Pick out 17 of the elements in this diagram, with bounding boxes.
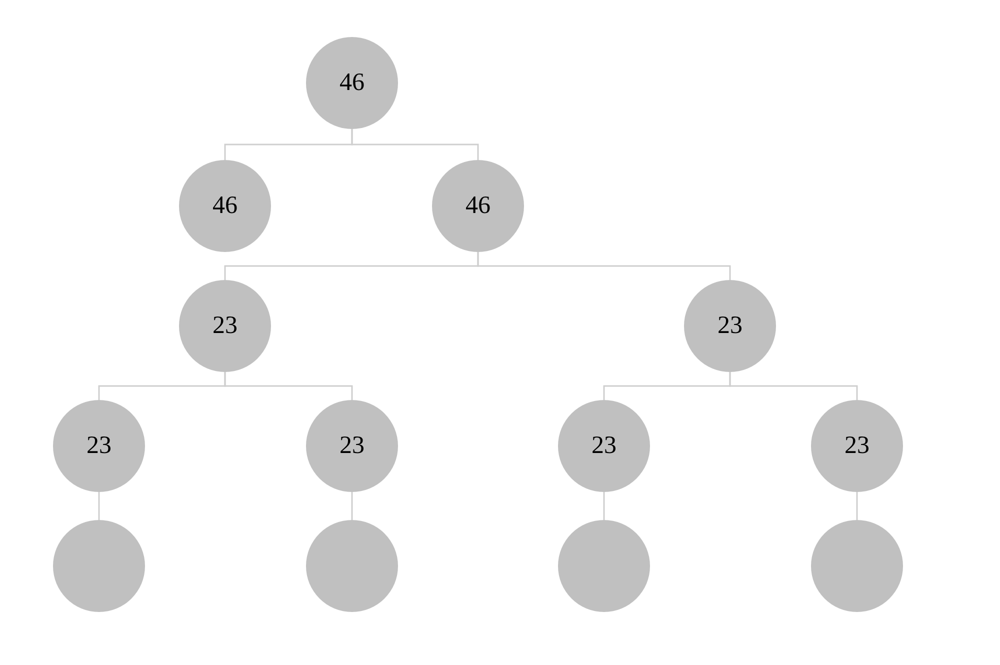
connector-line xyxy=(603,492,605,520)
connector-line xyxy=(351,129,479,160)
connector-line xyxy=(477,252,731,280)
node-value: 46 xyxy=(212,191,238,222)
node-value: 46 xyxy=(340,68,364,98)
connector-line xyxy=(729,372,858,400)
connector-line xyxy=(224,372,353,400)
node-value: 23 xyxy=(718,311,742,342)
node-value: 46 xyxy=(466,191,490,222)
node-value: 23 xyxy=(592,431,616,462)
node-value: 23 xyxy=(844,431,870,462)
connector-line xyxy=(856,492,858,520)
connector-line xyxy=(98,492,100,520)
node-value: 23 xyxy=(86,431,112,462)
connector-line xyxy=(351,492,353,520)
node-value: 23 xyxy=(340,431,364,462)
node-value: 23 xyxy=(212,311,238,342)
